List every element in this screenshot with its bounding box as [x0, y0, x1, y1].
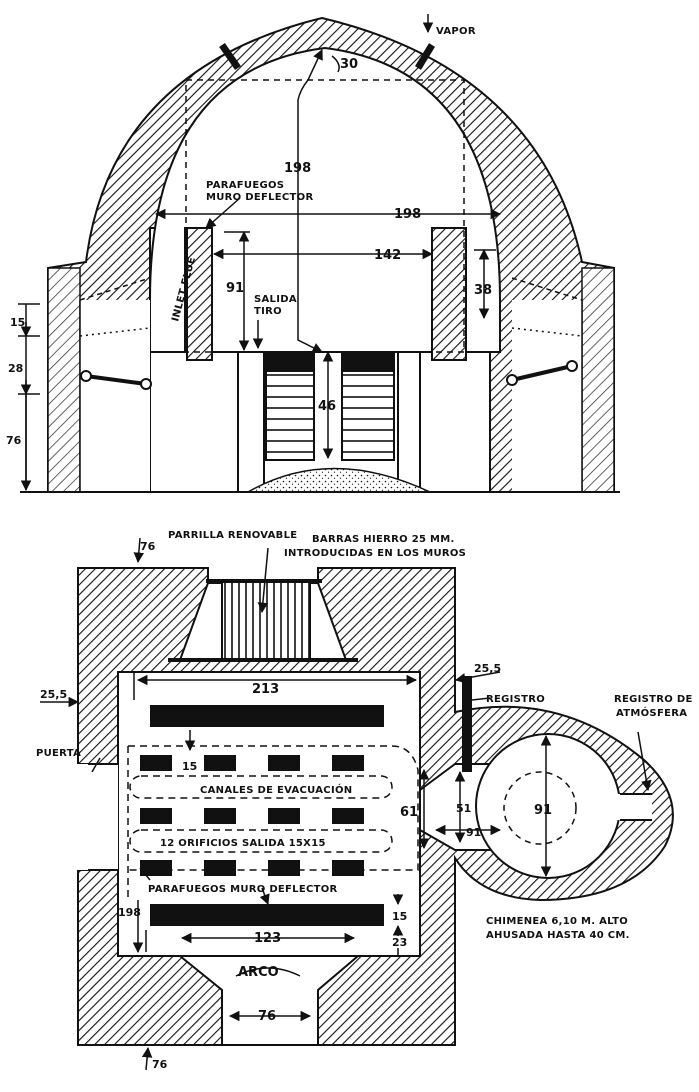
right-outer-wall [581, 267, 615, 493]
damper-registro [462, 676, 472, 772]
dim-76-arch: 76 [258, 1009, 276, 1024]
dim-76-side: 76 [6, 434, 22, 447]
registro-atm-label-2: ATMÓSFERA [616, 706, 687, 719]
dim-198-horizontal: 198 [394, 207, 421, 222]
dim-76-bottom: 76 [152, 1058, 168, 1071]
door-opening [70, 764, 118, 870]
right-gap [512, 300, 582, 492]
arch-opening [177, 955, 361, 1046]
dim-213: 213 [252, 682, 279, 697]
registro-label: REGISTRO [486, 694, 545, 705]
dim-198-plan: 198 [118, 906, 141, 919]
left-lever [85, 374, 147, 386]
dim-91: 91 [226, 281, 244, 296]
barras-label-2: INTRODUCIDAS EN LOS MUROS [284, 548, 466, 559]
puerta-label: PUERTA [36, 748, 81, 759]
dim-23: 23 [392, 936, 407, 949]
dim-46: 46 [318, 399, 336, 414]
renewable-grate [221, 581, 311, 661]
parrilla-label: PARRILLA RENOVABLE [168, 530, 297, 541]
dim-15-b: 15 [392, 910, 407, 923]
left-gap [80, 300, 150, 492]
ash-mound [245, 467, 431, 493]
dome-chamber [149, 46, 501, 353]
registro-atm-label-1: REGISTRO DE [614, 694, 693, 705]
top-bar [150, 705, 384, 727]
arco-label: ARCO [238, 965, 279, 980]
parafuegos-label-2: MURO DEFLECTOR [206, 192, 313, 203]
dim-30: 30 [340, 57, 358, 72]
dim-25-5-left: 25,5 [40, 688, 67, 701]
dim-91-h: 91 [466, 826, 481, 839]
chimney-inner [503, 771, 577, 845]
dim-25-5-right: 25,5 [474, 662, 501, 675]
orificios-label: 12 ORIFICIOS SALIDA 15X15 [160, 838, 326, 849]
dim-15-plan: 15 [182, 760, 197, 773]
salida-label-1: SALIDA [254, 294, 297, 305]
chimenea-label-2: AHUSADA HASTA 40 CM. [486, 930, 630, 941]
plan-view [40, 537, 674, 1071]
dim-28-side: 28 [8, 362, 23, 375]
dim-38: 38 [474, 283, 492, 298]
dim-51: 51 [456, 802, 471, 815]
dim-15-side: 15 [10, 316, 25, 329]
outlet-holes [140, 755, 364, 876]
dim-123: 123 [254, 931, 281, 946]
right-deflector-wall [431, 227, 467, 361]
left-deflector-wall [186, 227, 213, 361]
bottom-bar [150, 904, 384, 926]
chimenea-label-1: CHIMENEA 6,10 M. ALTO [486, 916, 628, 927]
barras-label-1: BARRAS HIERRO 25 MM. [312, 534, 455, 545]
canales-label: CANALES DE EVACUACIÓN [200, 783, 352, 796]
dim-142: 142 [374, 248, 401, 263]
elevation-view [18, 14, 620, 493]
vapor-label: VAPOR [436, 26, 476, 37]
right-lever [511, 364, 573, 382]
dim-91-v: 91 [534, 803, 552, 818]
left-outer-wall [47, 267, 81, 493]
dim-76-top: 76 [140, 540, 156, 553]
parafuegos-label-1: PARAFUEGOS [206, 180, 284, 191]
parafuegos-plan-label: PARAFUEGOS MURO DEFLECTOR [148, 884, 338, 895]
dim-198-vertical: 198 [284, 161, 311, 176]
salida-label-2: TIRO [254, 306, 282, 317]
dim-61: 61 [400, 805, 418, 820]
